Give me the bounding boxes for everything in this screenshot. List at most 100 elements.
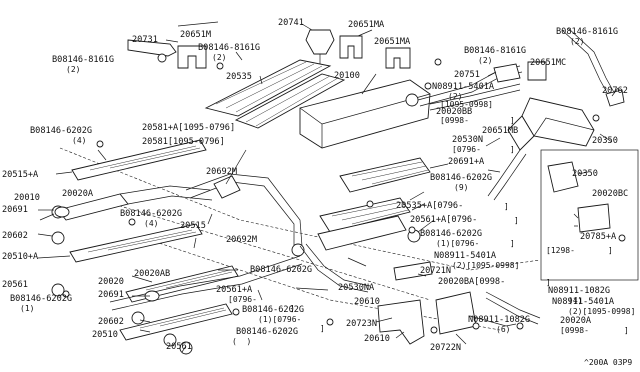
callout-label: 20020 <box>98 277 124 287</box>
callout-label: ] <box>510 239 515 248</box>
bracket-20723n <box>377 299 425 345</box>
callout-label: B08146-6202G <box>242 305 305 315</box>
callout-label: 20651M <box>180 30 212 40</box>
heat-shield-20535 <box>204 59 346 129</box>
callout-label: (2) <box>448 92 463 101</box>
tail-pipe-20762 <box>561 27 625 107</box>
callout-label: (1)[0796- <box>436 239 480 248</box>
nut-08911 <box>424 82 524 334</box>
callout-label: (6) <box>496 325 511 334</box>
callout-label: B08146-8161G <box>52 55 115 65</box>
callout-label: (4) <box>72 136 87 145</box>
callout-label: 20602 <box>2 231 28 241</box>
callout-label: 20691+A <box>448 157 485 167</box>
bolt-08146-6202g <box>62 140 416 326</box>
callout-label: [0796- <box>228 295 257 304</box>
callout-label: N08911-5401A <box>552 297 615 307</box>
hanger-20651ma <box>385 47 411 69</box>
heat-shield-20515a <box>71 139 207 181</box>
converter-20530na <box>317 197 411 251</box>
callout-label: ] <box>290 304 295 313</box>
callout-label: 20350 <box>592 136 618 146</box>
callout-label: 20535 <box>226 72 252 82</box>
inset-detail-box <box>540 149 639 281</box>
bracket-20731 <box>127 39 177 63</box>
callout-label: 20602 <box>98 317 124 327</box>
callout-label: 20020AB <box>134 269 171 279</box>
callout-label: (2)[1095-0998] <box>452 261 520 270</box>
exhaust-tube-20020bb <box>405 65 523 107</box>
callout-label: (2) <box>212 53 227 62</box>
hanger-20651ma <box>339 35 363 59</box>
callout-label: 20651MC <box>530 58 567 68</box>
callout-label: ] <box>514 216 519 225</box>
leader-lines <box>37 21 619 353</box>
callout-label: [0796- <box>452 145 481 154</box>
converter-20350 <box>487 97 595 201</box>
callout-label: 20510+A <box>2 252 39 262</box>
callout-label: 20721N <box>420 266 452 276</box>
tail-pipe-lower <box>485 291 541 325</box>
callout-label: N08911-5401A <box>434 251 497 261</box>
callout-label: [0998- <box>440 116 469 125</box>
callout-label: ] <box>504 202 509 211</box>
callout-label: 20510 <box>92 330 118 340</box>
bracket-20721n <box>393 261 433 281</box>
callout-label: 20651MA <box>374 37 411 47</box>
callout-label: 20350 <box>572 169 598 179</box>
callout-label: B08146-6202G <box>10 294 73 304</box>
callout-label: 20020BC <box>592 189 629 199</box>
callout-label: 20530NA <box>338 283 375 293</box>
callout-label: 20723N <box>346 319 378 329</box>
callout-label: [0998- <box>560 326 589 335</box>
callout-label: 20535+A[0796- <box>396 201 464 211</box>
inset-bracket-20785a <box>573 203 626 242</box>
callout-label: 20722N <box>430 343 462 353</box>
callout-label: (2) <box>478 56 493 65</box>
callout-label: B08146-6202G <box>120 209 183 219</box>
heat-shield-20510a <box>69 223 203 263</box>
callout-label: 20741 <box>278 18 304 28</box>
callout-label: 20010 <box>14 193 40 203</box>
callout-label: 20610 <box>364 334 390 344</box>
callout-label: N08911-5401A <box>432 82 495 92</box>
callout-label: (1)[0796- <box>258 315 302 324</box>
callout-label: (2) <box>66 65 81 74</box>
callout-label: 20731 <box>132 35 158 45</box>
callout-label: 20561 <box>2 280 28 290</box>
callout-label: B08146-6202G <box>30 126 93 136</box>
callout-label: 20515+A <box>2 170 39 180</box>
bracket-20751 <box>493 63 521 83</box>
callout-label: B08146-6202G <box>236 327 299 337</box>
callout-label: B08146-6202G <box>420 229 483 239</box>
callout-label: (1) <box>20 304 35 313</box>
callout-label: 20692M <box>226 235 258 245</box>
callout-label: N08911-1082G <box>468 315 531 325</box>
callout-label: B08146-8161G <box>464 46 527 56</box>
callout-label: ] <box>510 116 515 125</box>
callout-label: 20020A <box>62 189 94 199</box>
callout-label: ] <box>624 326 629 335</box>
callout-label: 20581[1095-0796] <box>142 137 225 147</box>
callout-label: 20751 <box>454 70 480 80</box>
callout-label: (4) <box>144 219 159 228</box>
callout-label: 20515 <box>180 221 206 231</box>
callout-label: 20020A <box>560 316 592 326</box>
callout-label: B08146-8161G <box>556 27 619 37</box>
callout-label: 20610 <box>354 297 380 307</box>
converter-20530n <box>339 157 431 193</box>
muffler-20100 <box>299 79 521 149</box>
callout-label: 20691 <box>2 205 28 215</box>
callout-label: 20100 <box>334 71 360 81</box>
bolt-08146-8161g <box>216 58 600 122</box>
callout-label: ( ) <box>232 337 252 346</box>
hanger-20651mc <box>527 61 547 81</box>
callout-label: (4) <box>568 296 583 305</box>
callout-label: ^200A 03P9 <box>584 358 633 367</box>
inset-converter-20350 <box>547 161 589 193</box>
body-outline <box>59 147 541 271</box>
callout-label: 20020BA[0998- <box>438 277 506 287</box>
exhaust-tube-20020 <box>109 255 303 347</box>
